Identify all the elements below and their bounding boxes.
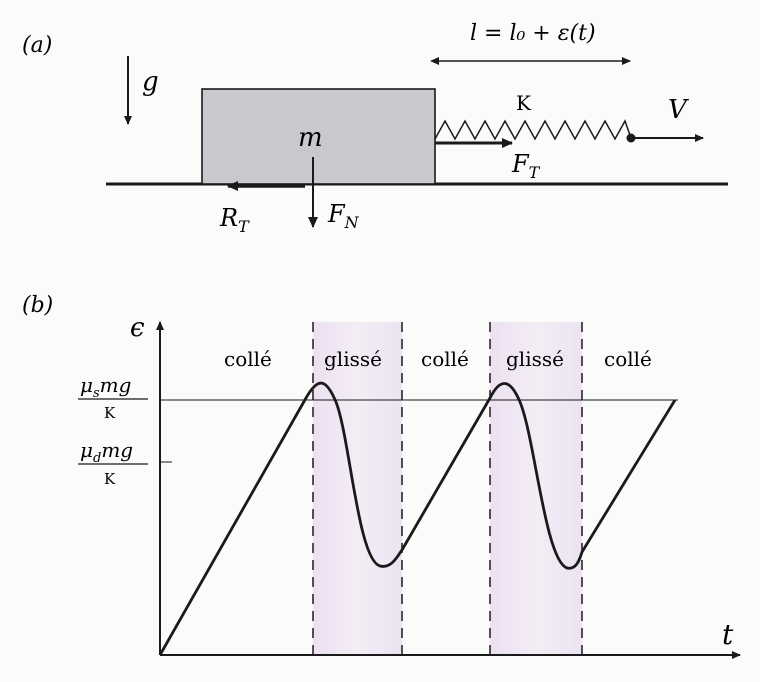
svg-text:μdmg: μdmg: [80, 438, 133, 466]
panel-b-label: (b): [22, 293, 53, 318]
panel-b: (b) ϵ t μsmg K μdmg K collé glissé: [22, 293, 741, 659]
region-label-4: glissé: [506, 347, 564, 371]
region-label-5: collé: [604, 347, 652, 371]
slide-band-2: [490, 322, 582, 655]
friction-force-label: RT: [219, 204, 250, 236]
length-equation: l = l₀ + ε(t): [470, 21, 596, 46]
spring-constant-label: K: [516, 91, 532, 115]
panel-a-label: (a): [22, 33, 52, 58]
mass-block: [201, 88, 436, 185]
gravity-label: g: [142, 67, 159, 97]
region-label-2: glissé: [324, 347, 382, 371]
slide-band-1: [313, 322, 402, 655]
dynamic-threshold-label: μdmg K: [78, 438, 148, 488]
panel-a: (a) g m l = l₀ + ε(t) K V FT RT FN: [22, 21, 728, 236]
velocity-label: V: [668, 95, 689, 125]
spring: [434, 119, 632, 141]
region-label-3: collé: [421, 347, 469, 371]
spring-force-label: FT: [511, 150, 541, 182]
static-threshold-label: μsmg K: [78, 373, 148, 422]
region-label-1: collé: [224, 347, 272, 371]
strain-curve: [158, 381, 677, 656]
svg-text:K: K: [104, 470, 116, 488]
mass-label: m: [298, 123, 323, 153]
svg-text:μsmg: μsmg: [80, 373, 131, 401]
y-axis-label: ϵ: [130, 313, 145, 343]
normal-force-label: FN: [327, 200, 360, 232]
svg-text:K: K: [104, 404, 116, 422]
x-axis-label: t: [722, 618, 734, 651]
